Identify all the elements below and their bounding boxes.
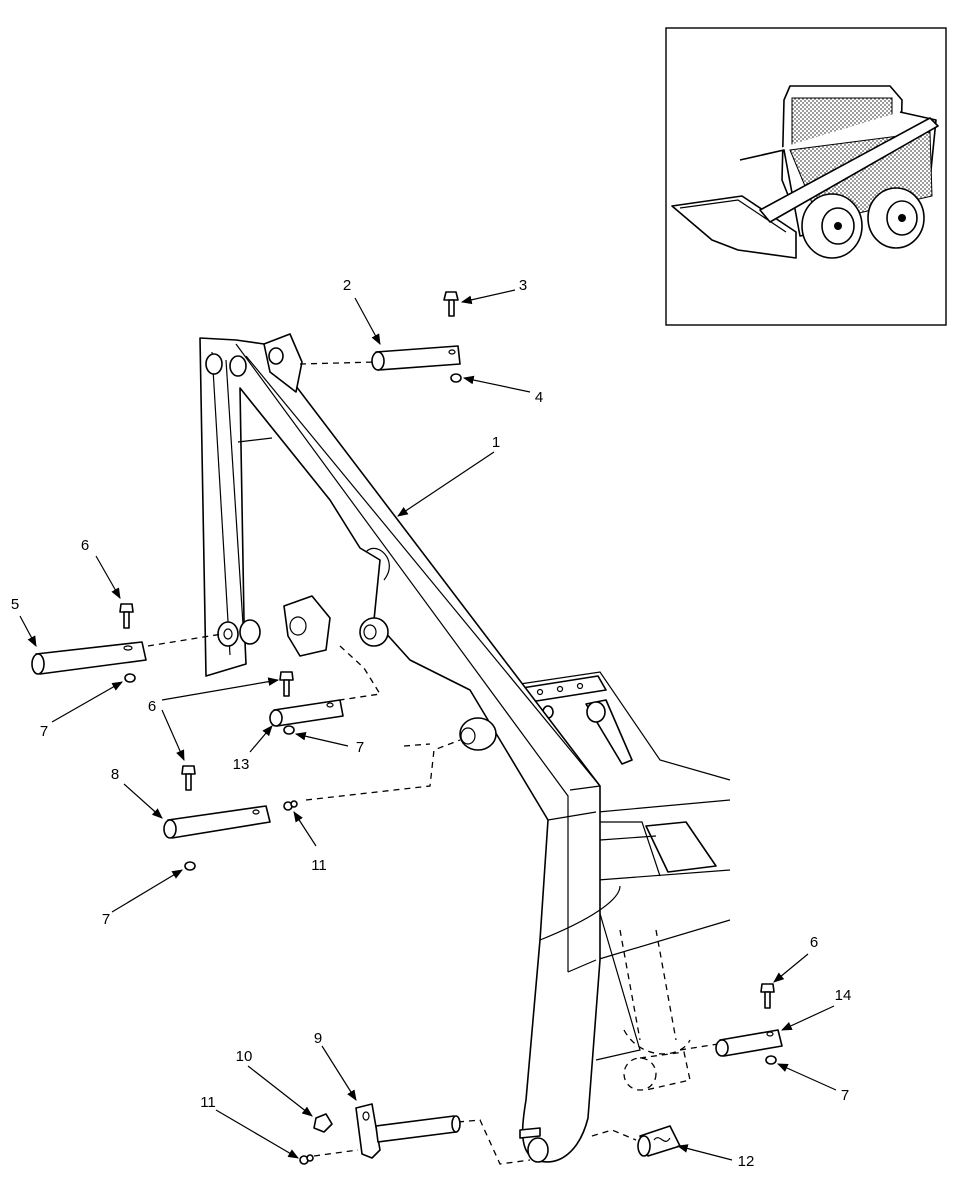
callout-10: 10 — [236, 1048, 253, 1065]
lift-arm — [199, 333, 621, 1163]
grease-fitting-part-11-lower — [299, 1154, 314, 1165]
callout-12: 12 — [738, 1153, 755, 1170]
front-wheel — [801, 193, 863, 259]
inset-machine-view — [665, 27, 947, 326]
pin-part-9 — [355, 1103, 461, 1159]
leader-lines — [19, 289, 837, 1161]
callout-8: 8 — [111, 766, 119, 783]
callout-11-lower: 11 — [200, 1094, 216, 1111]
bolt-part-3 — [443, 291, 459, 317]
pin-part-14 — [715, 1029, 783, 1057]
bolt-part-6-left — [119, 603, 134, 629]
callout-7-a: 7 — [40, 723, 48, 740]
callout-labels: 1 2 3 4 5 6 6 6 7 7 7 7 8 9 10 11 11 12 … — [11, 277, 852, 1170]
bolt-part-6-lower — [181, 765, 196, 791]
nut-part-4 — [450, 373, 462, 383]
assembly-dashed-lines — [147, 361, 719, 1165]
callout-14: 14 — [835, 987, 852, 1004]
nut-part-7-d — [765, 1055, 777, 1065]
callout-2: 2 — [343, 277, 351, 294]
nut-part-7-c — [184, 861, 196, 871]
callout-6-center: 6 — [148, 698, 156, 715]
pin-part-13 — [269, 699, 344, 727]
callout-7-c: 7 — [102, 911, 110, 928]
pin-part-8 — [163, 805, 271, 839]
callout-13: 13 — [233, 756, 250, 773]
callout-11-upper: 11 — [311, 857, 327, 874]
grease-fitting-part-11-upper — [283, 800, 298, 811]
callout-7-b: 7 — [356, 739, 364, 756]
bushing-part-12 — [637, 1125, 681, 1157]
callout-9: 9 — [314, 1030, 322, 1047]
callout-5: 5 — [11, 596, 19, 613]
callout-6-right: 6 — [810, 934, 818, 951]
loader-frame — [519, 671, 731, 1091]
callout-1: 1 — [492, 434, 500, 451]
pin-part-2 — [371, 345, 461, 371]
callout-3: 3 — [519, 277, 527, 294]
callout-6-left: 6 — [81, 537, 89, 554]
rear-wheel — [867, 187, 925, 249]
callout-4: 4 — [535, 389, 543, 406]
nut-part-10 — [313, 1113, 333, 1133]
bolt-part-6-right — [760, 983, 775, 1009]
nut-part-7-a — [124, 673, 136, 683]
callout-7-d: 7 — [841, 1087, 849, 1104]
pin-part-5 — [31, 641, 147, 675]
nut-part-7-b — [283, 725, 295, 735]
bolt-part-6-center — [279, 671, 294, 697]
